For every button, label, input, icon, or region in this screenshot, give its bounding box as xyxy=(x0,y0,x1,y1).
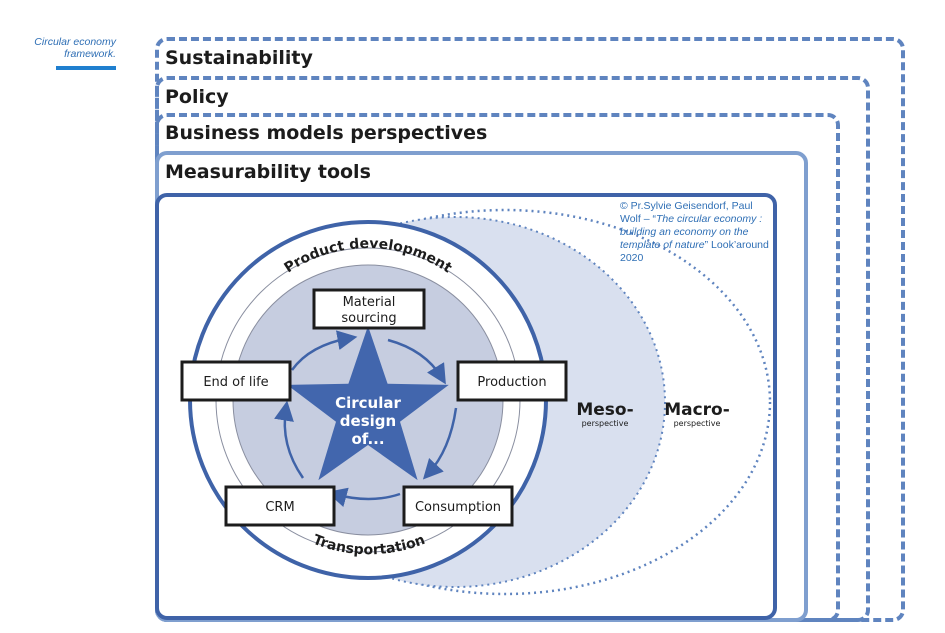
stage-label-material-line2: sourcing xyxy=(341,311,396,326)
star-shape xyxy=(287,326,449,481)
layer-title-sustainability: Sustainability xyxy=(165,47,313,69)
meso-label: Meso- xyxy=(576,400,633,420)
star-text-line1: Circular xyxy=(335,394,401,412)
stage-box-material-sourcing xyxy=(312,288,426,330)
stage-label-material-line1: Material xyxy=(343,295,396,310)
arrow-end-of-life-to-material xyxy=(290,330,358,371)
credit-title: The circular economy : building an econo… xyxy=(620,213,763,251)
macro-sub-label: perspective xyxy=(674,419,721,428)
arrow-production-to-consumption xyxy=(422,407,458,480)
star-text-line2: design xyxy=(340,412,396,430)
credit-text: © Pr.Sylvie Geisendorf, Paul Wolf – “The… xyxy=(620,200,770,265)
stage-label-consumption: Consumption xyxy=(415,500,501,515)
figure-caption: Circular economy framework. xyxy=(34,36,116,60)
arrow-material-to-production xyxy=(387,338,446,385)
layer-title-measurability: Measurability tools xyxy=(165,161,371,183)
arrow-consumption-to-crm xyxy=(326,487,401,507)
meso-sub-label: perspective xyxy=(582,419,629,428)
credit-suffix: ” Look’around 2020 xyxy=(620,239,769,264)
credit-prefix: © Pr.Sylvie Geisendorf, Paul Wolf – “ xyxy=(620,200,753,225)
macro-perspective-ellipse xyxy=(238,208,772,596)
layer-micro-frame xyxy=(155,193,777,620)
caption-underline xyxy=(56,66,116,70)
layer-title-business-models: Business models perspectives xyxy=(165,122,488,144)
layer-title-policy: Policy xyxy=(165,86,229,108)
stage-box-production xyxy=(456,360,568,402)
stage-label-end-of-life: End of life xyxy=(203,375,268,390)
arrow-crm-to-end-of-life xyxy=(274,400,305,479)
stage-label-crm: CRM xyxy=(265,500,294,515)
star-text-line3: of... xyxy=(351,430,384,448)
stage-box-end-of-life xyxy=(180,360,292,402)
stage-box-consumption xyxy=(402,485,514,527)
stage-box-crm xyxy=(224,485,336,527)
stage-label-production: Production xyxy=(477,375,546,390)
macro-label: Macro- xyxy=(664,400,730,420)
